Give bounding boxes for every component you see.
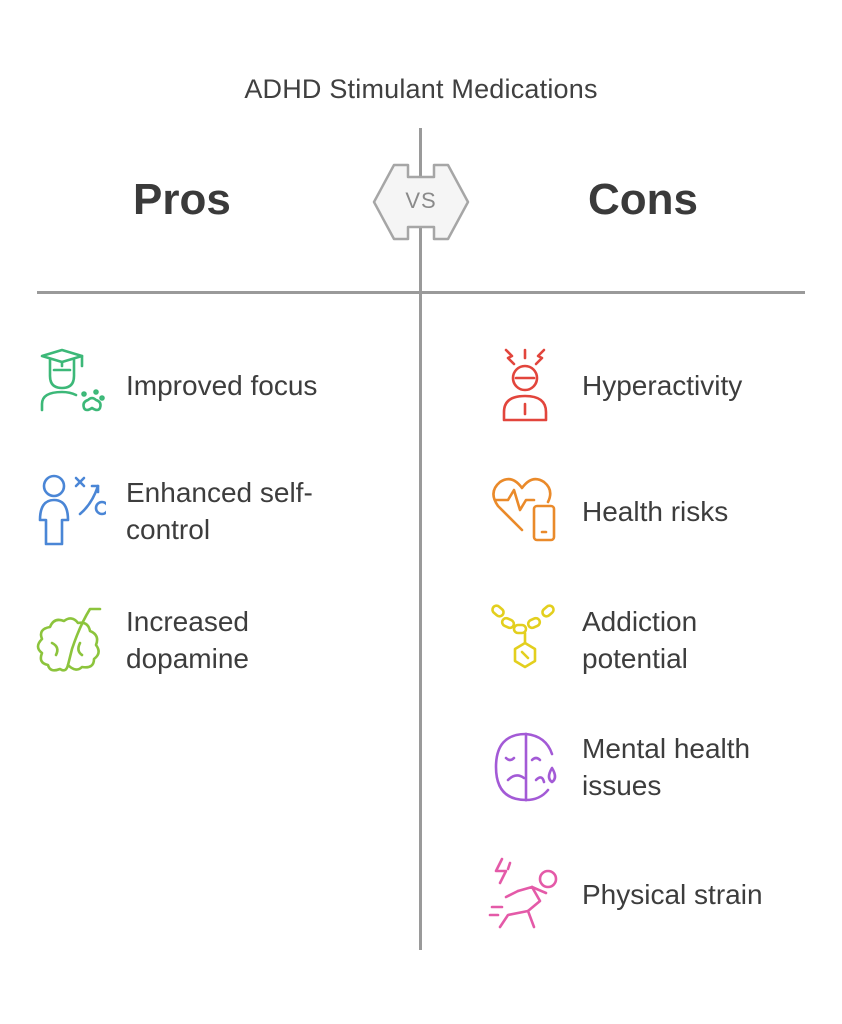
heart-monitor-icon xyxy=(488,474,562,548)
cons-heading: Cons xyxy=(588,175,698,224)
cons-item-physical-strain: Physical strain xyxy=(488,857,763,931)
cons-item-hyperactivity: Hyperactivity xyxy=(488,348,742,422)
cons-item-label: Health risks xyxy=(582,495,729,527)
pros-item-label: Improved focus xyxy=(126,369,318,401)
cons-item-label: Physical strain xyxy=(582,878,763,910)
cons-item-mental-health-issues: Mental health issues xyxy=(488,730,792,804)
pros-item-label: Enhanced self-control xyxy=(126,477,313,545)
pros-item-enhanced-self-control: Enhanced self-control xyxy=(32,474,336,548)
cons-item-health-risks: Health risks xyxy=(488,474,728,548)
agitated-person-icon xyxy=(488,348,562,422)
sad-face-icon xyxy=(488,730,562,804)
falling-person-icon xyxy=(488,857,562,931)
cons-item-addiction-potential: Addiction potential xyxy=(488,603,792,677)
pros-item-increased-dopamine: Increased dopamine xyxy=(32,603,336,677)
cons-item-label: Mental health issues xyxy=(582,733,751,801)
center-divider-vertical xyxy=(419,128,422,950)
cons-item-label: Hyperactivity xyxy=(582,369,743,401)
pros-item-improved-focus: Improved focus xyxy=(32,348,317,422)
student-focus-icon xyxy=(32,348,106,422)
person-strategy-icon xyxy=(32,474,106,548)
cons-item-label: Addiction potential xyxy=(582,606,698,674)
diagram-title: ADHD Stimulant Medications xyxy=(244,74,598,104)
pros-heading: Pros xyxy=(133,175,231,224)
vs-arrow-badge-icon xyxy=(372,163,470,241)
pros-item-label: Increased dopamine xyxy=(126,606,249,674)
brain-icon xyxy=(32,603,106,677)
header-divider-horizontal xyxy=(37,291,805,294)
vs-label: VS xyxy=(405,188,437,213)
chain-pill-icon xyxy=(488,603,562,677)
